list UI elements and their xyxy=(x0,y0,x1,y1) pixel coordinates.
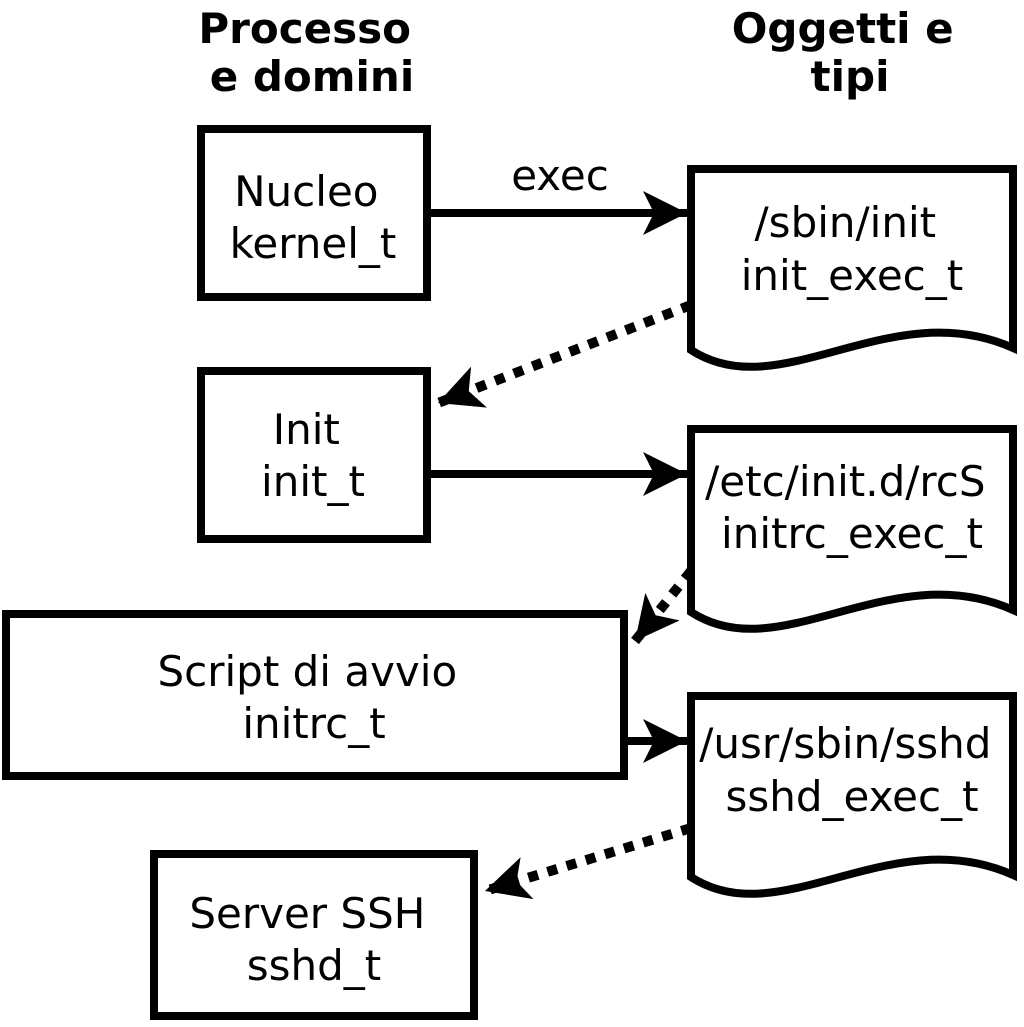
process-box-kernel xyxy=(197,125,431,301)
object-initrc-exec-path: /etc/init.d/rcS xyxy=(705,457,985,506)
process-box-init xyxy=(197,367,431,543)
object-doc-initrc-exec xyxy=(687,425,1017,633)
process-initrc-type: initrc_t xyxy=(242,699,385,748)
process-kernel-name: Nucleo xyxy=(234,167,378,216)
edge-sshd-exec-to-sshd-dotted xyxy=(483,823,693,900)
process-init-type: init_t xyxy=(261,457,365,506)
column-header-processes-line1: Processo xyxy=(198,4,411,53)
object-initrc-exec-type: initrc_exec_t xyxy=(721,509,983,558)
column-header-objects-line2: tipi xyxy=(811,52,890,101)
object-doc-init-exec xyxy=(687,165,1017,371)
process-label-initrc: Script di avvio initrc_t xyxy=(157,647,470,748)
process-label-sshd: Server SSH sshd_t xyxy=(189,889,438,990)
object-label-initrc-exec: /etc/init.d/rcS initrc_exec_t xyxy=(705,457,999,558)
object-sshd-exec-path: /usr/sbin/sshd xyxy=(699,719,991,768)
object-label-init-exec: /sbin/init init_exec_t xyxy=(741,198,964,300)
process-sshd-type: sshd_t xyxy=(247,941,382,990)
process-label-init: Init init_t xyxy=(261,405,365,506)
object-sshd-exec-type: sshd_exec_t xyxy=(725,772,978,821)
column-header-processes: Processo e domini xyxy=(198,4,425,101)
object-init-exec-type: init_exec_t xyxy=(741,251,964,300)
column-header-objects: Oggetti e tipi xyxy=(732,4,969,101)
edge-label-exec: exec xyxy=(511,151,609,200)
object-label-sshd-exec: /usr/sbin/sshd sshd_exec_t xyxy=(699,719,1004,821)
process-box-sshd xyxy=(150,850,478,1020)
process-label-kernel: Nucleo kernel_t xyxy=(230,167,397,268)
column-header-processes-line2: e domini xyxy=(210,52,414,101)
process-kernel-type: kernel_t xyxy=(230,219,397,268)
edge-initrc-exec-to-initrc-dotted xyxy=(631,567,695,645)
object-init-exec-path: /sbin/init xyxy=(755,198,937,247)
process-box-initrc xyxy=(2,610,628,780)
column-header-objects-line1: Oggetti e xyxy=(732,4,954,53)
object-doc-sshd-exec xyxy=(687,692,1017,898)
process-init-name: Init xyxy=(273,405,340,454)
process-initrc-name: Script di avvio xyxy=(157,647,457,696)
process-sshd-name: Server SSH xyxy=(189,889,425,938)
edge-init-exec-to-init-dotted xyxy=(436,300,693,408)
